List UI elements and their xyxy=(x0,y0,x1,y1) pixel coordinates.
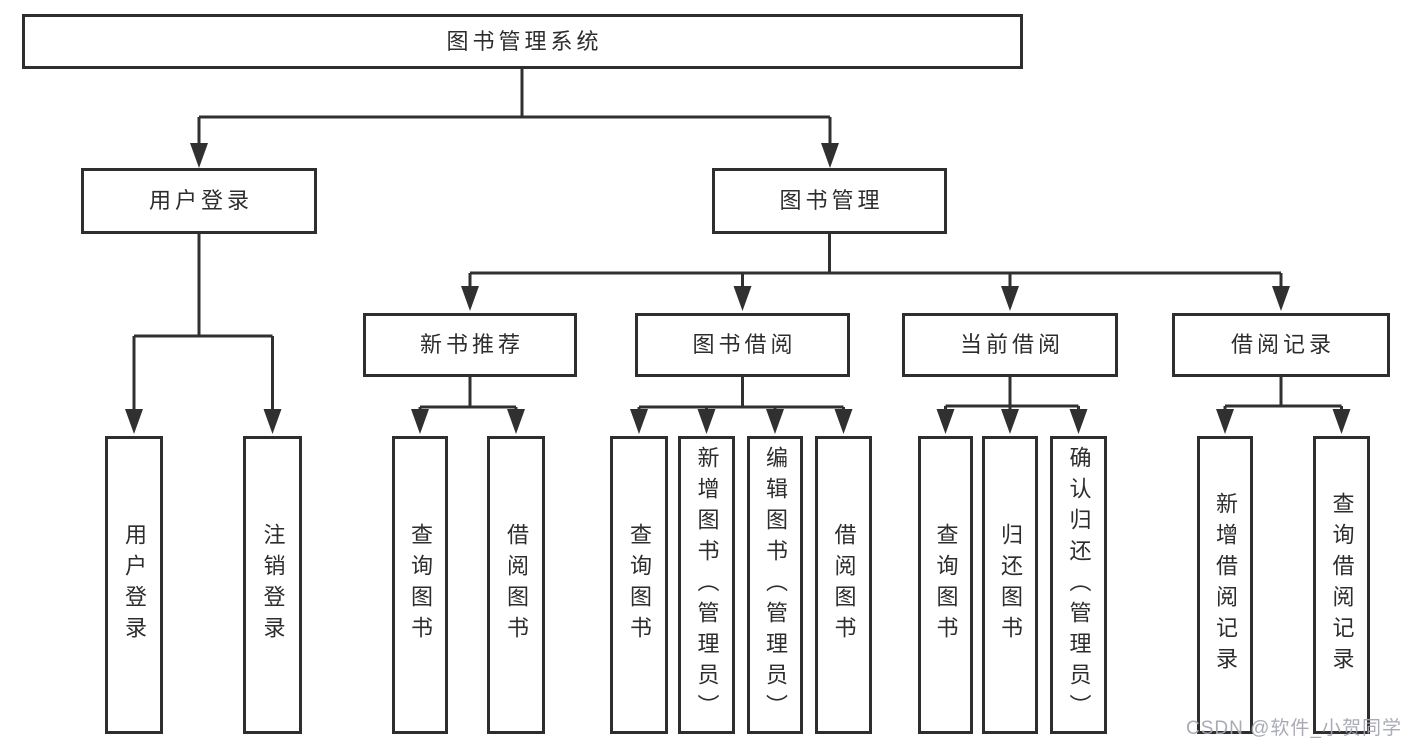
leaf-confirm-return-admin: 确认归还（管理员） xyxy=(1050,436,1107,734)
leaf-label: 注销登录 xyxy=(260,523,286,647)
leaf-user-login: 用户登录 xyxy=(105,436,163,734)
leaf-label: 新增借阅记录 xyxy=(1213,492,1238,678)
leaf-query-books-borrowing: 查询图书 xyxy=(610,436,668,734)
leaf-label: 确认归还（管理员） xyxy=(1066,445,1092,725)
arrowheads xyxy=(125,143,1351,434)
leaf-query-books-recommend: 查询图书 xyxy=(392,436,448,734)
leaf-label: 编辑图书（管理员） xyxy=(763,445,788,725)
node-label: 图书管理 xyxy=(779,188,884,213)
leaf-add-books-admin: 新增图书（管理员） xyxy=(678,436,735,734)
leaf-borrow-books-borrowing: 借阅图书 xyxy=(815,436,872,734)
leaf-query-borrow-record: 查询借阅记录 xyxy=(1313,436,1370,734)
node-user-login: 用户登录 xyxy=(81,168,317,234)
leaf-label: 查询图书 xyxy=(627,523,652,647)
leaf-label: 归还图书 xyxy=(998,523,1023,647)
node-library-management-system: 图书管理系统 xyxy=(22,14,1023,69)
node-label: 借阅记录 xyxy=(1230,332,1335,357)
leaf-add-borrow-record: 新增借阅记录 xyxy=(1197,436,1253,734)
leaf-return-books: 归还图书 xyxy=(982,436,1038,734)
node-label: 图书借阅 xyxy=(692,332,797,357)
leaf-label: 借阅图书 xyxy=(831,523,857,647)
leaf-label: 查询图书 xyxy=(933,523,959,647)
node-label: 新书推荐 xyxy=(419,332,524,357)
leaf-label: 查询图书 xyxy=(408,523,433,647)
node-book-management: 图书管理 xyxy=(712,168,947,234)
node-label: 用户登录 xyxy=(148,188,253,213)
node-current-borrowing: 当前借阅 xyxy=(902,313,1118,377)
watermark: CSDN @软件_小贺同学 xyxy=(1186,718,1402,739)
leaf-logout: 注销登录 xyxy=(243,436,302,734)
leaf-label: 查询借阅记录 xyxy=(1329,492,1355,678)
node-book-borrowing: 图书借阅 xyxy=(635,313,850,377)
leaf-label: 用户登录 xyxy=(122,523,147,647)
node-label: 图书管理系统 xyxy=(446,28,603,54)
node-label: 当前借阅 xyxy=(959,332,1064,357)
leaf-query-books-current: 查询图书 xyxy=(918,436,973,734)
node-borrowing-records: 借阅记录 xyxy=(1172,313,1390,377)
leaf-borrow-books-recommend: 借阅图书 xyxy=(487,436,545,734)
connector-paths xyxy=(132,69,1343,414)
node-new-book-recommendation: 新书推荐 xyxy=(363,313,577,377)
leaf-edit-books-admin: 编辑图书（管理员） xyxy=(747,436,803,734)
leaf-label: 借阅图书 xyxy=(504,523,529,647)
leaf-label: 新增图书（管理员） xyxy=(694,445,720,725)
